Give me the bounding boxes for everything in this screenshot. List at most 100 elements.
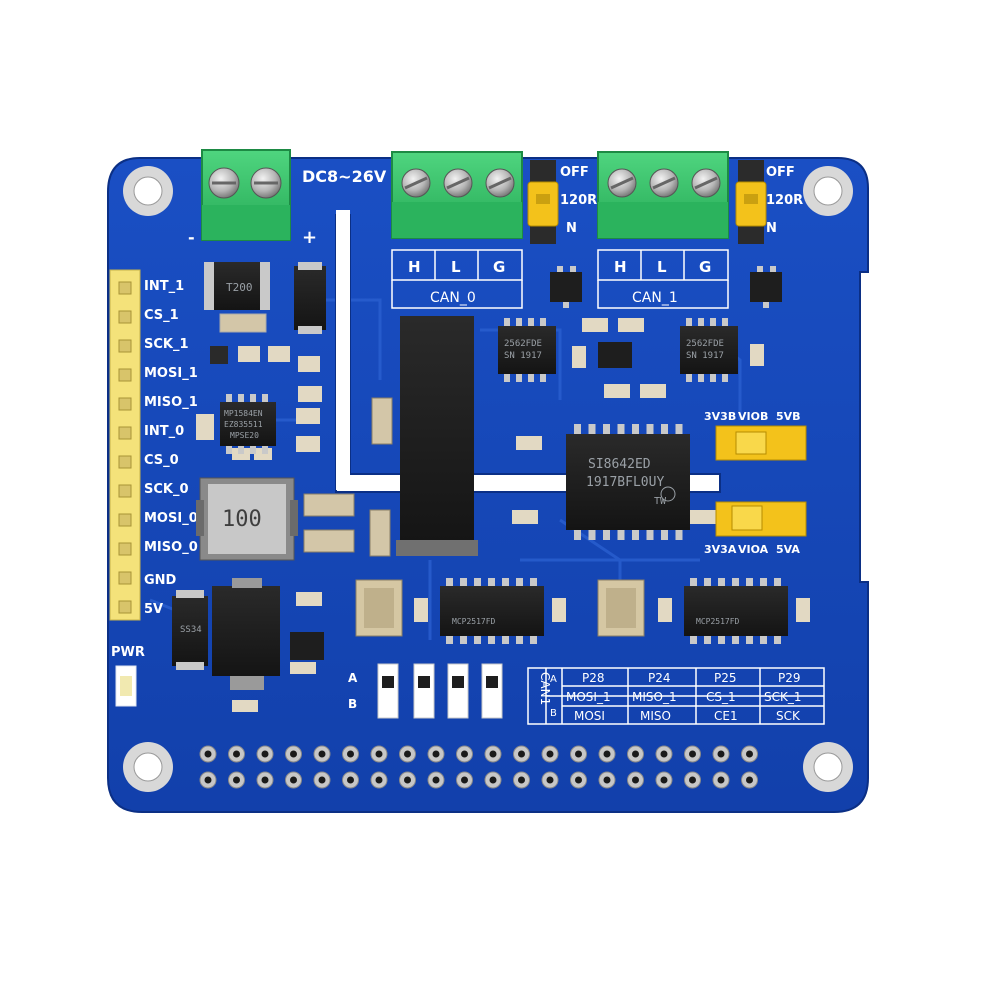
- pin-label-miso1: MISO_1: [144, 395, 198, 410]
- isolator-pin: [661, 530, 668, 540]
- pin-label-cs1: CS_1: [144, 308, 179, 323]
- gpio-hole-center: [404, 776, 411, 784]
- header-pin: [118, 397, 132, 411]
- gpio-hole-center: [204, 750, 212, 758]
- gpio-hole-center: [489, 750, 497, 758]
- isolator-line3: TW: [654, 496, 667, 507]
- header-pin: [118, 571, 132, 585]
- small-inductor: [204, 262, 270, 310]
- table-b-ce1: CE1: [714, 709, 738, 723]
- gpio-hole-center: [261, 776, 269, 784]
- controller-pin: [446, 578, 453, 586]
- gpio-hole-center: [233, 776, 240, 784]
- table-a-miso1: MISO_1: [632, 690, 677, 704]
- power-minus-label: -: [188, 228, 195, 247]
- vioa-label: VIOA: [738, 543, 769, 556]
- vioa-jumper[interactable]: [715, 501, 807, 537]
- row-b-label: B: [348, 697, 357, 711]
- table-header-p28: P28: [582, 671, 605, 685]
- gpio-hole-center: [404, 750, 411, 758]
- power-inductor-text: 100: [222, 507, 262, 532]
- pin-label-int1: INT_1: [144, 279, 184, 294]
- can0-transceiver-line1: 2562FDE: [504, 339, 542, 349]
- pwr-led: [115, 665, 137, 707]
- inductor-caps: [303, 493, 355, 553]
- table-b-sck: SCK: [776, 709, 801, 723]
- isolator-pin: [588, 530, 596, 540]
- table-header-p24: P24: [648, 671, 671, 685]
- can-controller-right-text: MCP2517FD: [696, 617, 740, 626]
- vioa-5v-label: 5VA: [776, 543, 800, 556]
- gpio-hole-center: [318, 776, 326, 784]
- viob-label: VIOB: [738, 410, 768, 423]
- can0-transceiver-line2: SN 1917: [504, 351, 542, 361]
- gpio-hole-center: [461, 750, 468, 758]
- controller-pin: [530, 578, 537, 586]
- gpio-hole-center: [461, 776, 468, 784]
- can1-esd-diode: [750, 266, 782, 308]
- can0-transceiver-chip: [498, 318, 556, 382]
- isolated-dcdc-module: [369, 316, 478, 557]
- can0-pin-l: L: [451, 258, 461, 276]
- header-pin: [118, 426, 132, 440]
- controller-pin: [502, 578, 509, 586]
- controller-pin: [746, 636, 753, 644]
- controller-pin: [516, 578, 523, 586]
- controller-pin: [516, 636, 523, 644]
- power-diode-top: [294, 262, 326, 334]
- gpio-hole-center: [432, 750, 440, 758]
- gpio-hole-center: [261, 750, 269, 758]
- table-b-mosi: MOSI: [574, 709, 605, 723]
- controller-pin: [488, 636, 495, 644]
- isolator-pin: [603, 424, 610, 434]
- controller-small-parts: [414, 598, 810, 622]
- controller-pin: [774, 636, 781, 644]
- isolator-line1: SI8642ED: [588, 457, 651, 472]
- gpio-hole-center: [632, 776, 639, 784]
- power-terminal-block: [201, 149, 291, 241]
- buck-chip-line3: MPSE20: [230, 431, 259, 440]
- isolator-pin: [632, 424, 639, 434]
- can0-termination-jumper[interactable]: [527, 160, 559, 244]
- controller-pin: [690, 578, 697, 586]
- table-header-p25: P25: [714, 671, 737, 685]
- controller-pin: [732, 578, 739, 586]
- viob-3v3-label: 3V3B: [704, 410, 736, 423]
- cs-select-resistors: [377, 663, 503, 719]
- controller-pin: [502, 636, 509, 644]
- header-pin: [118, 455, 132, 469]
- isolator-pin: [574, 530, 581, 540]
- header-pin: [118, 600, 132, 614]
- can0-esd-diode: [550, 266, 582, 308]
- viob-jumper[interactable]: [715, 425, 807, 461]
- gpio-hole-center: [204, 776, 212, 784]
- can1-label: CAN_1: [632, 290, 678, 306]
- voltage-regulator: [212, 578, 280, 690]
- ss34-diode-text: SS34: [180, 625, 202, 635]
- isolator-pin: [646, 530, 654, 540]
- can0-jumper-off-label: OFF: [560, 165, 589, 180]
- isolator-pin: [661, 424, 668, 434]
- mount-hole-bottom-left: [123, 742, 173, 792]
- controller-pin: [446, 636, 453, 644]
- can1-termination-jumper[interactable]: [735, 160, 767, 244]
- controller-pin: [460, 636, 467, 644]
- controller-pin: [460, 578, 467, 586]
- row-a-label: A: [348, 671, 358, 685]
- gpio-hole-center: [290, 750, 297, 758]
- isolator-pin: [574, 424, 581, 434]
- controller-pin: [530, 636, 537, 644]
- gpio-hole-center: [489, 776, 497, 784]
- crystal-left: [355, 579, 403, 637]
- controller-pin: [718, 578, 725, 586]
- controller-pin: [488, 578, 495, 586]
- gpio-hole-center: [375, 776, 383, 784]
- gpio-hole-center: [290, 776, 297, 784]
- header-pin: [118, 542, 132, 556]
- pin-label-5v: 5V: [144, 602, 163, 617]
- controller-pin: [690, 636, 697, 644]
- gpio-hole-center: [746, 750, 753, 758]
- can1-terminal-block: [597, 151, 729, 239]
- table-header-p29: P29: [778, 671, 801, 685]
- can0-label: CAN_0: [430, 290, 476, 306]
